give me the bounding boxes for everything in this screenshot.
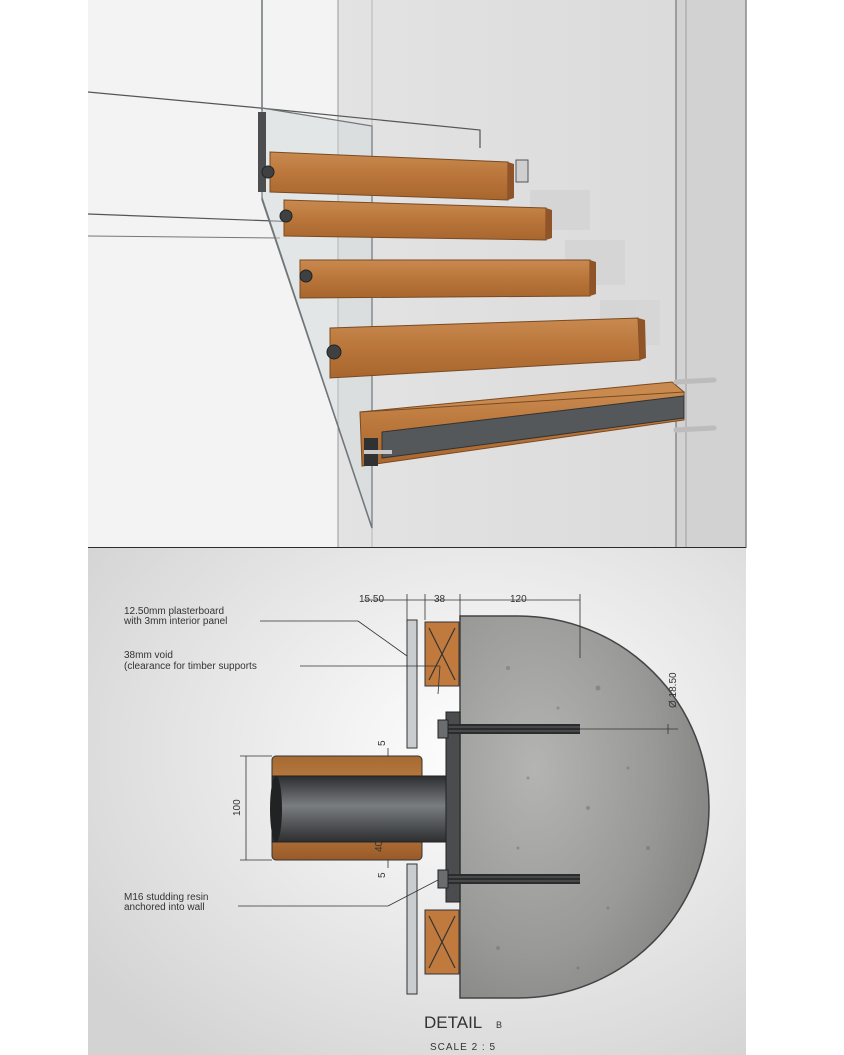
concrete-wall bbox=[459, 615, 710, 999]
tread-5 bbox=[359, 377, 717, 467]
detail-title-suffix: B bbox=[496, 1020, 502, 1030]
stair-3d-view bbox=[87, 0, 747, 548]
dim-top-b: 38 bbox=[434, 594, 446, 605]
tread-1 bbox=[261, 151, 529, 201]
dim-gap-top: 5 bbox=[377, 740, 388, 746]
tread-5-steel-bar bbox=[381, 395, 685, 459]
timber-support-top bbox=[424, 621, 460, 687]
tread-1-bolt bbox=[261, 165, 275, 179]
plasterboard-label-1: 12.50mm plasterboard bbox=[124, 606, 224, 617]
tread-3-bolt bbox=[299, 269, 313, 283]
timber-tread-section bbox=[270, 755, 447, 861]
dim-top-c: 120 bbox=[510, 594, 527, 605]
detail-scale: SCALE 2 : 5 bbox=[430, 1042, 496, 1053]
tread-4 bbox=[326, 317, 646, 379]
plasterboard-label-2: with 3mm interior panel bbox=[123, 616, 227, 627]
void-label-1: 38mm void bbox=[124, 650, 173, 661]
concrete-texture bbox=[496, 666, 650, 970]
plasterboard-panel bbox=[406, 619, 418, 749]
stud-label-2: anchored into wall bbox=[124, 902, 205, 913]
section-detail-b: 12.50mm plasterboard with 3mm interior p… bbox=[88, 548, 746, 1055]
plasterboard-panel-lower bbox=[406, 863, 418, 995]
tread-2-bolt bbox=[279, 209, 293, 223]
tread-3 bbox=[299, 259, 596, 299]
dim-top-a: 15.50 bbox=[359, 594, 384, 605]
floor-edge bbox=[87, 91, 481, 148]
leader-lines bbox=[238, 620, 441, 907]
dim-gap-bottom: 5 bbox=[377, 872, 388, 878]
floor-slab bbox=[88, 0, 338, 548]
stud-label-1: M16 studding resin bbox=[124, 892, 209, 903]
dim-tread-depth: 100 bbox=[232, 799, 243, 816]
right-column bbox=[676, 0, 746, 548]
m16-stud-top bbox=[437, 719, 580, 739]
dim-tread-mark: 40 bbox=[374, 840, 385, 852]
dim-diameter: Ø 18.50 bbox=[668, 672, 679, 708]
tread-2 bbox=[279, 199, 552, 241]
timber-support-bottom bbox=[424, 909, 460, 975]
void-label-2: (clearance for timber supports bbox=[124, 661, 257, 672]
detail-title: DETAIL bbox=[424, 1013, 482, 1032]
tread-4-bolt bbox=[326, 344, 342, 360]
dimension-lines bbox=[240, 594, 678, 868]
m16-stud-bottom bbox=[437, 869, 580, 889]
